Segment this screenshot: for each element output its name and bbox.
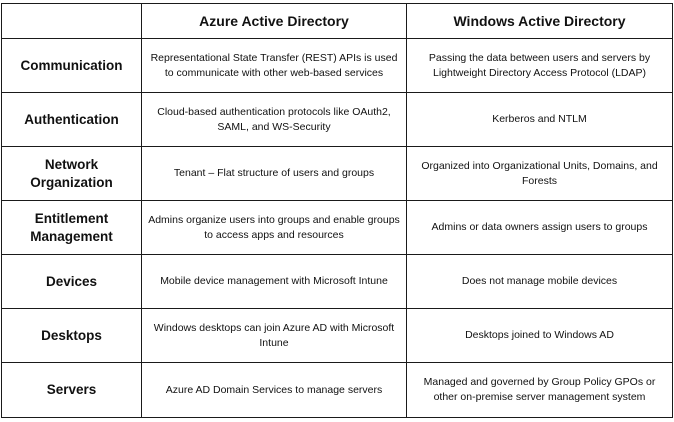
row-label-desktops: Desktops <box>1 308 142 363</box>
azure-cell: Admins organize users into groups and en… <box>141 200 407 255</box>
azure-cell: Azure AD Domain Services to manage serve… <box>141 362 407 418</box>
azure-cell: Tenant – Flat structure of users and gro… <box>141 146 407 201</box>
table-row: Network Organization Tenant – Flat struc… <box>1 146 673 201</box>
table-row: Devices Mobile device management with Mi… <box>1 254 673 309</box>
windows-cell: Passing the data between users and serve… <box>406 38 673 93</box>
azure-cell: Representational State Transfer (REST) A… <box>141 38 407 93</box>
table-row: Entitlement Management Admins organize u… <box>1 200 673 255</box>
windows-cell: Managed and governed by Group Policy GPO… <box>406 362 673 418</box>
row-label-servers: Servers <box>1 362 142 418</box>
azure-cell: Mobile device management with Microsoft … <box>141 254 407 309</box>
table-row: Desktops Windows desktops can join Azure… <box>1 308 673 363</box>
table-row: Communication Representational State Tra… <box>1 38 673 93</box>
windows-cell: Organized into Organizational Units, Dom… <box>406 146 673 201</box>
row-label-communication: Communication <box>1 38 142 93</box>
corner-header-cell <box>1 3 142 39</box>
windows-cell: Does not manage mobile devices <box>406 254 673 309</box>
row-label-devices: Devices <box>1 254 142 309</box>
column-header-windows: Windows Active Directory <box>406 3 673 39</box>
row-label-entitlement-management: Entitlement Management <box>1 200 142 255</box>
windows-cell: Desktops joined to Windows AD <box>406 308 673 363</box>
comparison-table: Azure Active Directory Windows Active Di… <box>1 3 673 418</box>
windows-cell: Kerberos and NTLM <box>406 92 673 147</box>
row-label-authentication: Authentication <box>1 92 142 147</box>
azure-cell: Windows desktops can join Azure AD with … <box>141 308 407 363</box>
table-row: Servers Azure AD Domain Services to mana… <box>1 362 673 418</box>
windows-cell: Admins or data owners assign users to gr… <box>406 200 673 255</box>
row-label-network-organization: Network Organization <box>1 146 142 201</box>
column-header-azure: Azure Active Directory <box>141 3 407 39</box>
azure-cell: Cloud-based authentication protocols lik… <box>141 92 407 147</box>
table-row: Authentication Cloud-based authenticatio… <box>1 92 673 147</box>
table-header-row: Azure Active Directory Windows Active Di… <box>1 3 673 39</box>
